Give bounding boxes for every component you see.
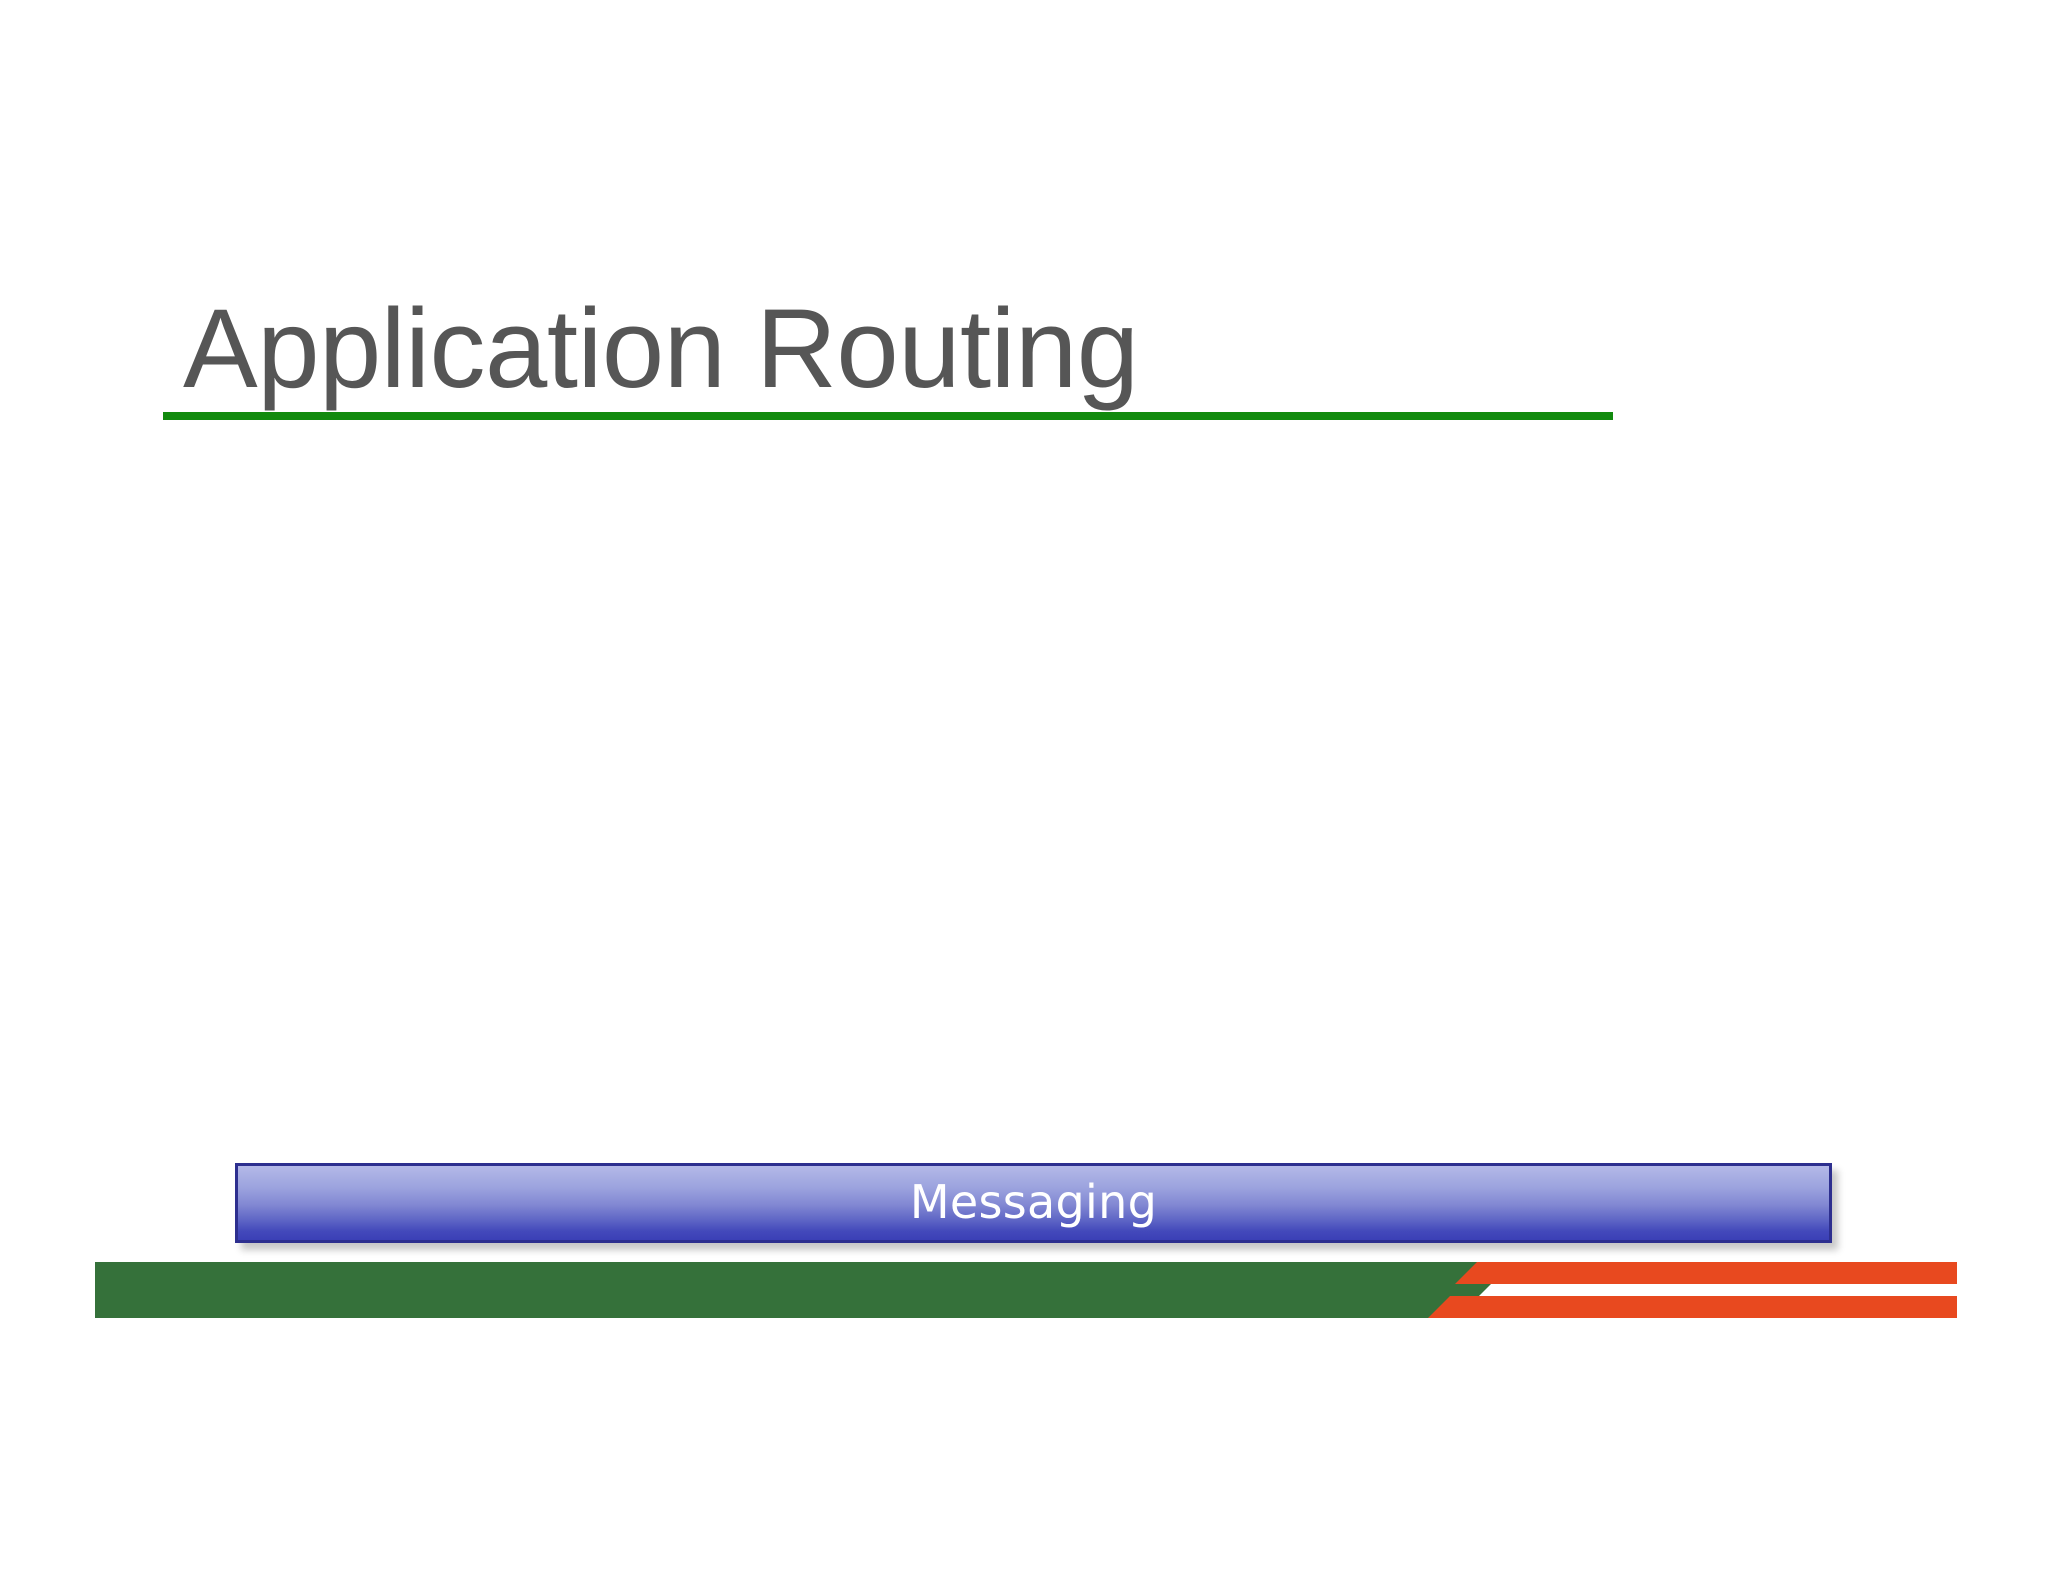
title-underline-rule	[163, 412, 1613, 420]
title-block: Application Routing	[163, 286, 1623, 430]
messaging-layer-label: Messaging	[909, 1175, 1158, 1229]
page-title: Application Routing	[183, 286, 1139, 411]
footer-orange-stripe-bottom	[1428, 1296, 1957, 1318]
messaging-layer-bar[interactable]: Messaging	[235, 1163, 1832, 1243]
footer-orange-stripe-top	[1455, 1262, 1957, 1284]
footer-decoration-band	[0, 1258, 2048, 1328]
footer-green-bar	[95, 1262, 1513, 1318]
